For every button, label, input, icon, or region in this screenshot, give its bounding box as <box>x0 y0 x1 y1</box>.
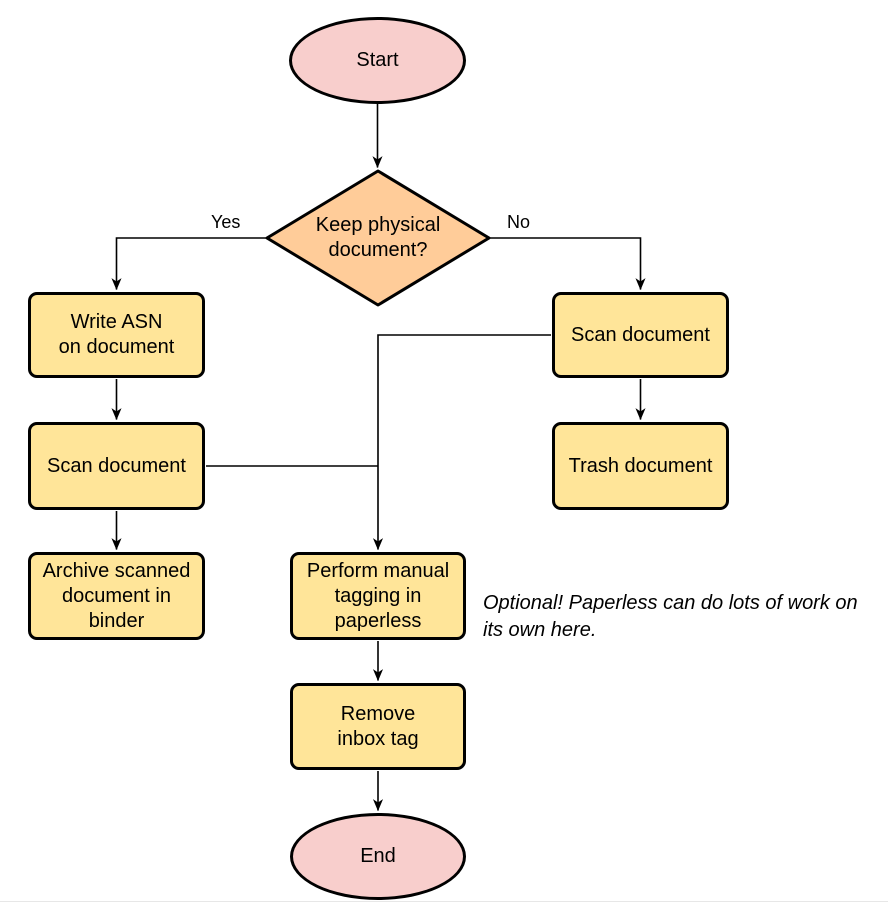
decision-diamond-shape <box>265 169 491 307</box>
node-trash-document: Trash document <box>552 422 729 510</box>
edge-scan-right-to-tagging <box>372 334 551 551</box>
node-end-label: End <box>360 845 396 867</box>
node-start: Start <box>289 17 466 104</box>
optional-note: Optional! Paperless can do lots of work … <box>483 592 858 641</box>
node-write-asn: Write ASN on document <box>28 292 205 378</box>
node-end: End <box>290 813 466 900</box>
node-manual-tagging: Perform manual tagging in paperless <box>290 552 466 640</box>
edge-label-no: No <box>507 212 531 232</box>
node-start-label: Start <box>356 49 399 71</box>
node-archive-binder: Archive scanned document in binder <box>28 552 205 640</box>
edge-decision-yes-to-write-asn <box>111 237 267 291</box>
node-remove-inbox-tag: Remove inbox tag <box>290 683 466 770</box>
edge-label-yes: Yes <box>211 212 241 232</box>
node-scan-document-right: Scan document <box>552 292 729 378</box>
page-bottom-divider <box>0 901 888 902</box>
node-scan-document-left: Scan document <box>28 422 205 510</box>
node-decision-label: Keep physical document? <box>315 214 441 261</box>
edge-decision-no-to-scan-right <box>489 237 646 291</box>
